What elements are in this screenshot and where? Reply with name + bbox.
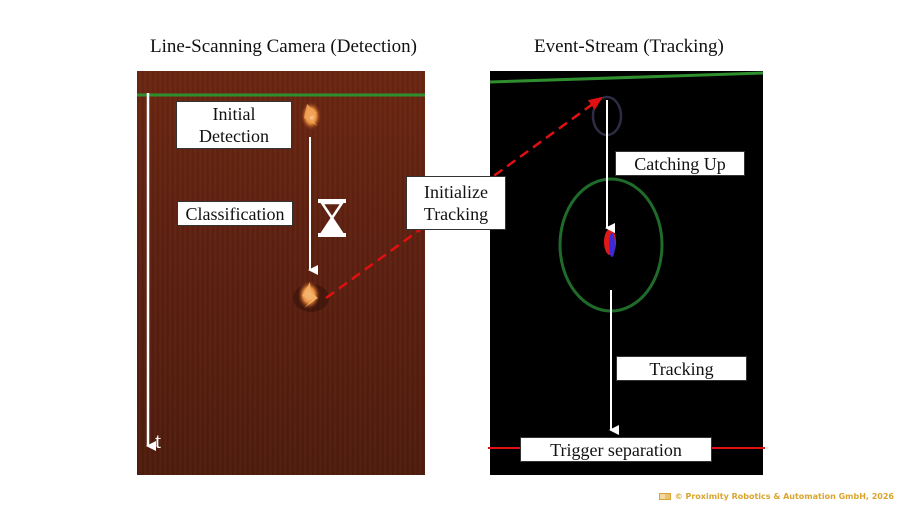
time-axis-label: t (155, 428, 162, 453)
tracking-label: Tracking (616, 356, 747, 381)
object-blob-initial (301, 102, 321, 130)
footer-text: © Proximity Robotics & Automation GmbH, … (674, 492, 894, 501)
copyright-footer: © Proximity Robotics & Automation GmbH, … (658, 492, 894, 501)
right-panel-title: Event-Stream (Tracking) (534, 36, 724, 57)
catching-up-label: Catching Up (615, 151, 745, 176)
object-blob-classified (293, 281, 329, 312)
hourglass-icon (318, 199, 346, 237)
right-green-line (489, 71, 764, 84)
initial-detection-label: Initial Detection (176, 101, 292, 149)
event-cluster (604, 229, 616, 257)
event-stream-image (490, 71, 763, 475)
initialize-tracking-arrow (325, 96, 603, 300)
trigger-separation-label: Trigger separation (520, 437, 712, 462)
company-logo-icon (658, 493, 671, 500)
initialize-tracking-label: Initialize Tracking (406, 176, 506, 230)
classification-label: Classification (177, 201, 293, 226)
left-panel-title: Line-Scanning Camera (Detection) (150, 36, 417, 57)
